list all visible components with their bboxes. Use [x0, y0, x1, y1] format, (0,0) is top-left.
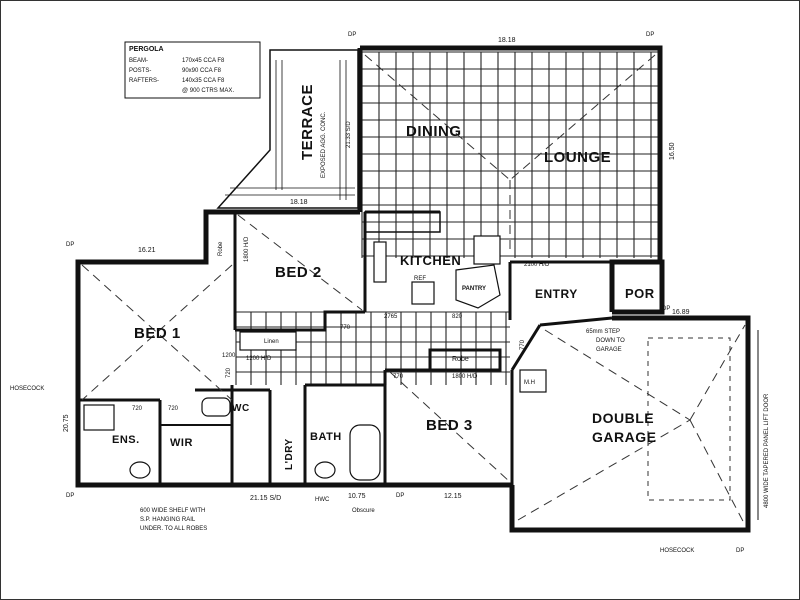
dim-top: 18.18 — [498, 37, 516, 44]
dp-bottom-mid: DP — [396, 493, 404, 499]
mh-label: M.H — [524, 380, 535, 386]
pantry-label: PANTRY — [462, 286, 486, 292]
dim-bed3-head: 1800 H/D — [452, 374, 478, 380]
garage-door-note: 4800 WIDE TAPERED PANEL LIFT DOOR — [764, 393, 770, 508]
dimensions: 18.18 16.50 18.18 16.21 16.89 20.75 21.1… — [63, 37, 690, 503]
dim-kitchen-head: 2100 H/D — [524, 262, 550, 268]
room-labels: DINING LOUNGE KITCHEN PANTRY ENTRY POR B… — [112, 123, 656, 470]
dp-left: DP — [66, 242, 74, 248]
bed1-ceiling-lines — [81, 264, 233, 401]
bed2-label: BED 2 — [275, 264, 322, 281]
dim-door-720a: 720 — [168, 406, 179, 412]
bed1-label: BED 1 — [134, 325, 181, 342]
shelf-note-2: S.P. HANGING RAIL — [140, 517, 196, 523]
hosecock-left: HOSECOCK — [10, 386, 44, 392]
interior-walls — [78, 210, 613, 485]
terrace-note: EXPOSED AGG. CONC. — [321, 111, 327, 178]
entry-label: ENTRY — [535, 287, 578, 301]
dim-door-1200: 1200 — [222, 353, 236, 359]
wir-label: WIR — [170, 437, 193, 449]
step-note-2: DOWN TO — [596, 338, 625, 344]
dim-mid: 18.18 — [290, 199, 308, 206]
robe-bed2-label: Robe — [218, 241, 224, 256]
svg-text:90x90 CCA F8: 90x90 CCA F8 — [182, 68, 222, 74]
dim-garage-top: 16.89 — [672, 309, 690, 316]
step-note-3: GARAGE — [596, 347, 622, 353]
dim-door-770b: 770 — [393, 374, 404, 380]
dim-door-720b: 720 — [226, 367, 232, 378]
svg-text:POSTS-: POSTS- — [129, 68, 151, 74]
bed2-ceiling-lines — [237, 214, 363, 311]
wc-label: WC — [232, 403, 250, 414]
svg-text:RAFTERS-: RAFTERS- — [129, 78, 159, 84]
svg-text:BEAM-: BEAM- — [129, 58, 148, 64]
dp-top-right: DP — [646, 32, 654, 38]
kitchen-label: KITCHEN — [400, 253, 461, 268]
dim-door-720c: 720 — [132, 406, 143, 412]
garage-label: GARAGE — [592, 429, 656, 445]
dim-bottom-b: 10.75 — [348, 493, 366, 500]
dim-bottom-a: 21.15 S/D — [250, 495, 281, 502]
bed3-label: BED 3 — [426, 417, 473, 434]
hosecock-right: HOSECOCK — [660, 548, 694, 554]
bed3-ceiling-lines — [389, 371, 511, 483]
terrace-side-dim: 21.33 S/D — [346, 121, 352, 148]
svg-text:140x35 CCA F8: 140x35 CCA F8 — [182, 78, 225, 84]
pergola-note: PERGOLA BEAM- 170x45 CCA F8 POSTS- 90x90… — [124, 41, 261, 99]
dim-left-side: 20.75 — [63, 414, 70, 432]
dim-bed2-head: 1800 H/D — [244, 236, 250, 262]
double-label: DOUBLE — [592, 410, 654, 426]
terrace-label: TERRACE — [299, 84, 316, 160]
dim-right-lounge: 16.50 — [669, 142, 676, 160]
ref-label: REF — [414, 276, 426, 282]
exterior-walls — [75, 45, 751, 533]
shelf-note-1: 600 WIDE SHELF WITH — [140, 508, 205, 514]
dim-bottom-c: 12.15 — [444, 493, 462, 500]
pergola-title: PERGOLA — [129, 46, 164, 53]
dining-lounge-tiles — [361, 51, 660, 260]
lounge-label: LOUNGE — [544, 149, 611, 166]
lounge-ceiling-lines — [364, 54, 656, 255]
garage-area — [517, 324, 759, 526]
robe-label: Robe — [452, 356, 469, 363]
linen-label: Linen — [264, 339, 279, 345]
shelf-note-3: UNDER. TO ALL ROBES — [140, 526, 207, 532]
dim-hall-head: 1200 H/D — [246, 356, 272, 362]
dining-label: DINING — [406, 123, 462, 140]
fixtures — [83, 235, 547, 481]
dim-door-820: 820 — [452, 314, 463, 320]
laundry-label: L'DRY — [284, 438, 295, 470]
obscure-note: Obscure — [352, 508, 375, 514]
ensuite-label: ENS. — [112, 434, 140, 446]
svg-text:170x45 CCA F8: 170x45 CCA F8 — [182, 58, 225, 64]
dp-bottom-right: DP — [736, 548, 744, 554]
por-label: POR — [625, 286, 655, 301]
dim-door-2765: 2765 — [384, 314, 398, 320]
dim-door-770c: 770 — [520, 339, 526, 350]
step-note-1: 65mm STEP — [586, 329, 620, 335]
hwc-label: HWC — [315, 497, 330, 503]
bath-label: BATH — [310, 431, 342, 443]
dp-bottom-left: DP — [66, 493, 74, 499]
dim-door-770a: 770 — [340, 325, 351, 331]
dim-bed1-top: 16.21 — [138, 247, 156, 254]
svg-text:@ 900 CTRS MAX.: @ 900 CTRS MAX. — [182, 88, 234, 94]
misc-labels: DP DP DP DP DP DP DP HOSECOCK HOSECOCK 6… — [10, 32, 770, 554]
terrace-area: TERRACE EXPOSED AGG. CONC. 21.33 S/D — [216, 49, 359, 209]
dp-top-left: DP — [348, 32, 356, 38]
dp-garage: DP — [662, 306, 670, 312]
